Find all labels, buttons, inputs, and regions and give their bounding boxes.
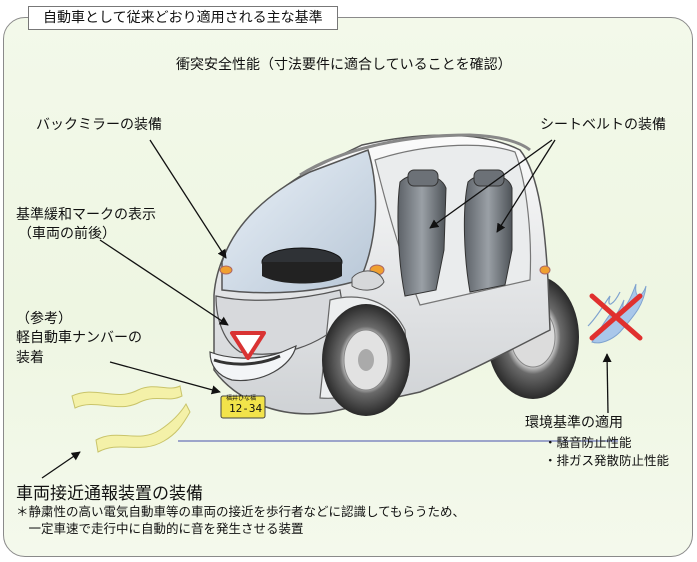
sound-wave-icon xyxy=(71,385,191,453)
license-plate xyxy=(220,395,266,419)
label-ref-line3: 装着 xyxy=(16,350,44,366)
label-avas-note2: 一定車速で走行中に自動的に音を発生させる装置 xyxy=(16,521,304,536)
label-avas-note1: ＊静粛性の高い電気自動車等の車両の接近を歩行者などに認識してもらうため、 xyxy=(16,504,466,519)
label-env-title: 環境基準の適用 xyxy=(525,415,623,431)
prohibition-cross-icon xyxy=(589,293,643,341)
label-seatbelt: シートベルトの装備 xyxy=(540,117,666,133)
plate-top-text: 福井ひな福 xyxy=(226,395,257,402)
warning-triangle-mark-icon xyxy=(230,331,266,360)
seats xyxy=(397,169,513,297)
label-ref-line2: 軽自動車ナンバーの xyxy=(16,330,142,346)
label-env-item1: ・騒音防止性能 xyxy=(544,435,632,450)
label-crash-safety: 衝突安全性能（寸法要件に適合していることを確認） xyxy=(176,57,512,73)
label-mark-line1: 基準緩和マークの表示 xyxy=(16,207,156,223)
label-ref-line1: （参考） xyxy=(16,311,72,327)
label-avas-title: 車両接近通報装置の装備 xyxy=(16,484,203,504)
label-mark-line2: （車両の前後） xyxy=(18,226,116,242)
callout-arrows xyxy=(41,139,612,479)
front-wheel xyxy=(322,304,410,416)
label-env-item2: ・排ガス発散防止性能 xyxy=(544,453,670,468)
diagram-title: 自動車として従来どおり適用される主な基準 xyxy=(28,6,338,30)
label-back-mirror: バックミラーの装備 xyxy=(36,117,162,133)
plate-number: 12-34 xyxy=(229,402,263,415)
